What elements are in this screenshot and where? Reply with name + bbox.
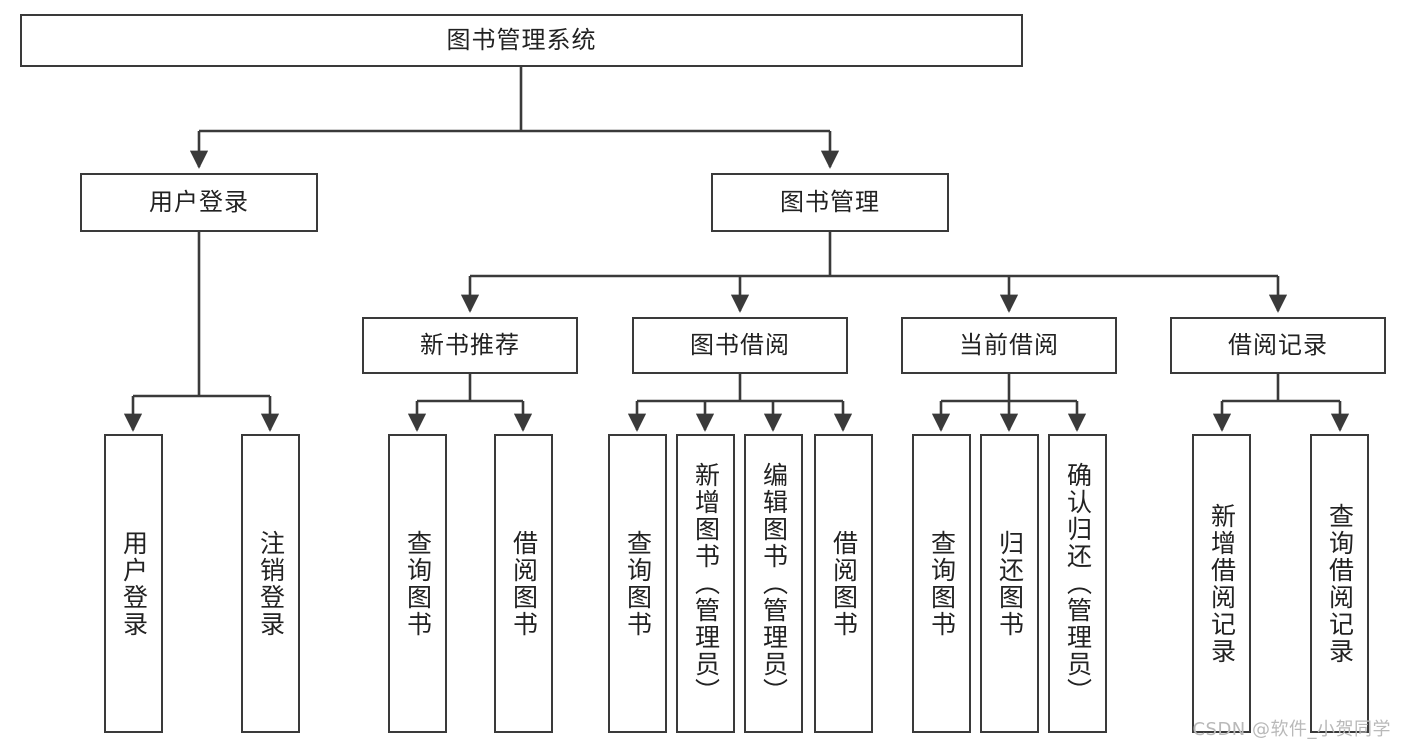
node-label: 查询借阅记录 — [1325, 502, 1355, 665]
node-label: 借阅图书 — [829, 529, 859, 638]
node-leaf-query-book-current[interactable]: 查询图书 — [912, 434, 971, 733]
node-leaf-confirm-return-admin[interactable]: 确认归还（管理员） — [1048, 434, 1107, 733]
node-label: 确认归还（管理员） — [1063, 462, 1093, 705]
node-label: 图书借阅 — [690, 331, 790, 360]
node-label: 图书管理系统 — [446, 26, 597, 55]
node-label: 注销登录 — [256, 529, 286, 638]
node-label: 新增图书（管理员） — [691, 462, 721, 705]
node-book-management[interactable]: 图书管理 — [711, 173, 949, 232]
node-label: 用户登录 — [149, 188, 249, 217]
node-leaf-query-book-recommend[interactable]: 查询图书 — [388, 434, 447, 733]
node-label: 查询图书 — [623, 529, 653, 638]
node-leaf-edit-book-admin[interactable]: 编辑图书（管理员） — [744, 434, 803, 733]
watermark: CSDN @软件_小贺同学 — [1192, 719, 1391, 740]
node-label: 借阅记录 — [1228, 331, 1328, 360]
node-label: 当前借阅 — [959, 331, 1059, 360]
node-label: 编辑图书（管理员） — [759, 462, 789, 705]
node-label: 新书推荐 — [420, 331, 520, 360]
node-leaf-query-book-borrow[interactable]: 查询图书 — [608, 434, 667, 733]
node-borrow-record[interactable]: 借阅记录 — [1170, 317, 1386, 374]
node-label: 用户登录 — [119, 529, 149, 638]
node-leaf-add-book-admin[interactable]: 新增图书（管理员） — [676, 434, 735, 733]
node-root-book-management-system[interactable]: 图书管理系统 — [20, 14, 1023, 67]
node-leaf-query-borrow-record[interactable]: 查询借阅记录 — [1310, 434, 1369, 733]
node-label: 查询图书 — [403, 529, 433, 638]
node-user-login[interactable]: 用户登录 — [80, 173, 318, 232]
node-label: 借阅图书 — [509, 529, 539, 638]
node-leaf-return-book[interactable]: 归还图书 — [980, 434, 1039, 733]
node-leaf-logout-login[interactable]: 注销登录 — [241, 434, 300, 733]
node-leaf-user-login[interactable]: 用户登录 — [104, 434, 163, 733]
node-current-borrow[interactable]: 当前借阅 — [901, 317, 1117, 374]
node-leaf-borrow-book[interactable]: 借阅图书 — [814, 434, 873, 733]
node-label: 查询图书 — [927, 529, 957, 638]
node-new-book-recommend[interactable]: 新书推荐 — [362, 317, 578, 374]
node-label: 归还图书 — [995, 529, 1025, 638]
node-label: 新增借阅记录 — [1207, 502, 1237, 665]
node-leaf-borrow-book-recommend[interactable]: 借阅图书 — [494, 434, 553, 733]
node-leaf-add-borrow-record[interactable]: 新增借阅记录 — [1192, 434, 1251, 733]
node-book-borrow[interactable]: 图书借阅 — [632, 317, 848, 374]
node-label: 图书管理 — [780, 188, 880, 217]
